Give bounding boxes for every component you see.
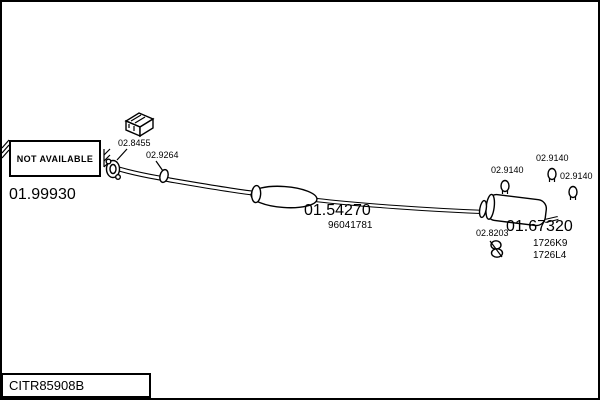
tailpipe-tip (544, 216, 559, 223)
tail-pipe (315, 197, 485, 215)
clamp-icon (500, 179, 510, 194)
part-label-02-8203: 02.8203 (476, 228, 509, 238)
part-label-1726K9: 1726K9 (533, 238, 568, 249)
part-label-01-67320: 01.67320 (506, 218, 573, 235)
catalog-code: CITR85908B (9, 378, 85, 393)
not-available-box: NOT AVAILABLE (9, 140, 101, 177)
part-label-02-9140-2: 02.9140 (536, 153, 569, 163)
not-available-label: NOT AVAILABLE (16, 153, 94, 164)
part-label-96041781: 96041781 (328, 220, 373, 231)
center-muffler (250, 184, 318, 209)
gasket-box-icon (124, 112, 155, 138)
part-label-1726L4: 1726L4 (533, 250, 567, 261)
part-label-02-8455: 02.8455 (118, 138, 151, 148)
leader-line (116, 148, 128, 161)
clamp-icon (568, 185, 578, 200)
catalog-code-box: CITR85908B (1, 373, 151, 398)
clamp-icon (547, 167, 557, 182)
part-label-02-9264: 02.9264 (146, 150, 179, 160)
mount-hatch-left-icon (1, 139, 10, 159)
part-label-01-99930: 01.99930 (9, 186, 76, 203)
clamp-ring-icon (159, 168, 169, 184)
part-label-02-9140-1: 02.9140 (491, 165, 524, 175)
flange-icon (105, 158, 121, 180)
rear-muffler (485, 193, 548, 227)
part-label-02-9140-3: 02.9140 (560, 171, 593, 181)
hanger-icon (489, 240, 504, 258)
part-label-01-54270: 01.54270 (304, 202, 371, 219)
front-pipe (118, 166, 253, 196)
leader-line (155, 160, 164, 172)
rear-muffler-inlet-clamp-icon (478, 199, 488, 219)
